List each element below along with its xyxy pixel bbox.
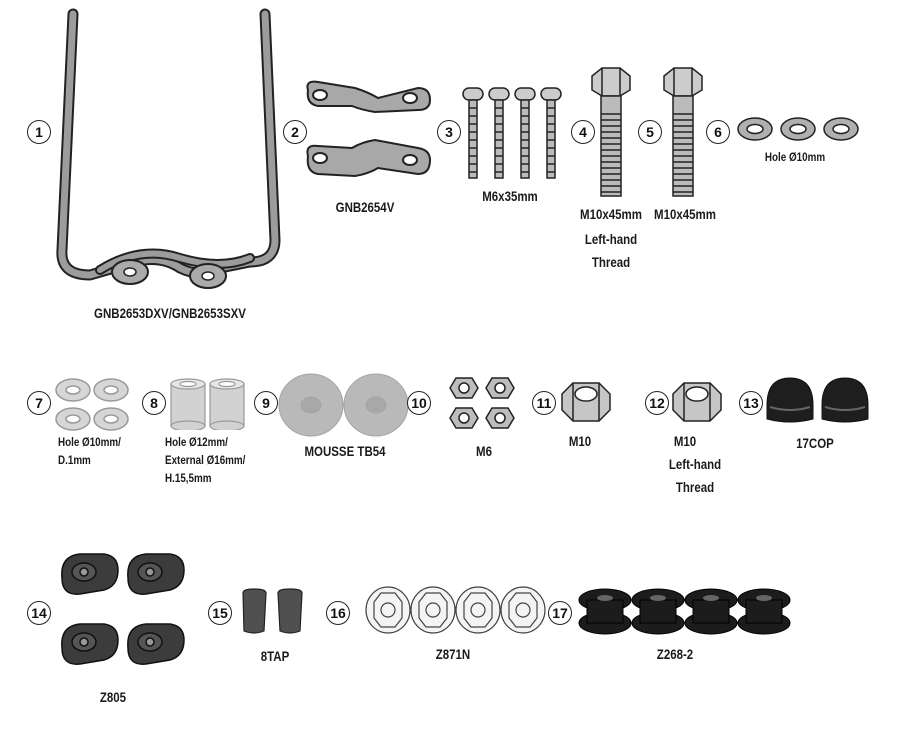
part-number-11: 11 xyxy=(532,391,556,415)
part-label-10: M6 xyxy=(476,443,492,459)
rubber-plugs-part xyxy=(242,588,303,634)
bracket-frame-part xyxy=(56,8,281,289)
part-number-3: 3 xyxy=(437,120,461,144)
mounting-plates-part xyxy=(306,80,432,178)
part-label-4-line-3: Thread xyxy=(591,254,631,270)
lock-washers-part xyxy=(737,117,859,141)
part-label-5: M10x45mm xyxy=(654,206,716,222)
part-label-7-line-1: Hole Ø10mm/ xyxy=(58,435,121,449)
part-label-4-line-2: Left-hand xyxy=(584,231,638,247)
part-label-8-line-2: External Ø16mm/ xyxy=(165,453,246,467)
part-number-1: 1 xyxy=(27,120,51,144)
part-label-6: Hole Ø10mm xyxy=(764,150,826,164)
part-number-17: 17 xyxy=(548,601,572,625)
grommets-part xyxy=(578,588,791,635)
foam-pads-part xyxy=(278,373,409,437)
m10-nut-left-hand-part xyxy=(672,382,722,422)
part-label-4-line-1: M10x45mm xyxy=(580,206,642,222)
m10-nut-part xyxy=(561,382,611,422)
part-label-17: Z268-2 xyxy=(656,646,694,662)
part-label-1: GNB2653DXV/GNB2653SXV xyxy=(94,305,246,321)
rubber-mounts-part xyxy=(61,553,185,665)
part-number-13: 13 xyxy=(739,391,763,415)
part-label-3: M6x35mm xyxy=(482,188,538,204)
part-number-14: 14 xyxy=(27,601,51,625)
part-number-2: 2 xyxy=(283,120,307,144)
part-number-15: 15 xyxy=(208,601,232,625)
m6-nuts-part xyxy=(449,377,515,429)
m6-screws-part xyxy=(462,87,562,179)
part-number-9: 9 xyxy=(254,391,278,415)
part-label-14: Z805 xyxy=(99,689,127,705)
part-number-7: 7 xyxy=(27,391,51,415)
part-label-13: 17COP xyxy=(796,435,834,451)
part-number-10: 10 xyxy=(407,391,431,415)
part-label-12-line-3: Thread xyxy=(675,479,715,495)
cap-nuts-part xyxy=(766,377,869,423)
flange-nuts-part xyxy=(365,586,546,634)
flat-washers-part xyxy=(55,378,129,431)
m10-bolt-part xyxy=(663,67,703,197)
part-label-12-line-1: M10 xyxy=(673,433,697,449)
part-label-11: M10 xyxy=(568,433,592,449)
spacers-part xyxy=(170,378,245,430)
part-label-8-line-3: H.15,5mm xyxy=(165,471,212,485)
part-number-12: 12 xyxy=(645,391,669,415)
part-number-5: 5 xyxy=(638,120,662,144)
part-label-7-line-2: D.1mm xyxy=(58,453,91,467)
part-label-9: MOUSSE TB54 xyxy=(304,443,386,459)
part-label-15: 8TAP xyxy=(260,648,290,664)
part-label-12-line-2: Left-hand xyxy=(668,456,722,472)
part-label-16: Z871N xyxy=(435,646,471,662)
part-number-16: 16 xyxy=(326,601,350,625)
part-number-8: 8 xyxy=(142,391,166,415)
part-label-2: GNB2654V xyxy=(335,199,395,215)
part-number-4: 4 xyxy=(571,120,595,144)
m10-bolt-left-hand-part xyxy=(591,67,631,197)
part-number-6: 6 xyxy=(706,120,730,144)
part-label-8-line-1: Hole Ø12mm/ xyxy=(165,435,228,449)
